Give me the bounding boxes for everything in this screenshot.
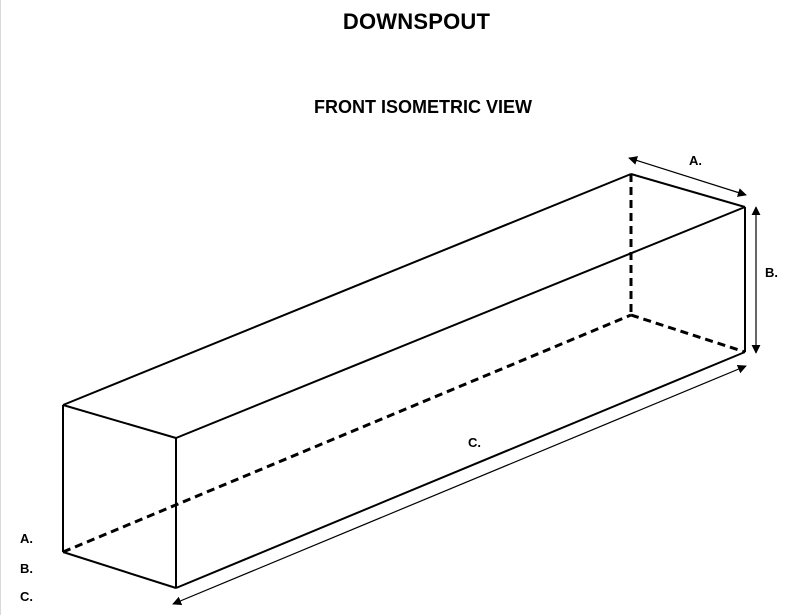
dimension-arrow-c <box>172 364 747 606</box>
visible-edges <box>62 173 746 589</box>
dimension-label-c: C. <box>468 435 481 450</box>
field-label-b: B. <box>20 561 33 576</box>
hidden-edges <box>62 174 746 554</box>
field-label-a: A. <box>20 531 33 546</box>
edge-top-front <box>175 206 746 439</box>
dimension-label-b: B. <box>765 265 778 280</box>
dimension-arrow-a <box>628 156 747 197</box>
dimension-arrows <box>172 156 761 606</box>
edge-near-bottom <box>62 551 177 589</box>
page-title: DOWNSPOUT <box>342 9 491 34</box>
hidden-edge-back-right <box>630 313 746 354</box>
edge-end-top-far <box>630 173 746 208</box>
field-label-c: C. <box>20 589 33 604</box>
dimension-label-a: A. <box>689 153 702 168</box>
edge-end-top-near <box>62 404 177 439</box>
edge-top-back <box>62 173 632 406</box>
hidden-edge-bottom-long <box>62 313 632 554</box>
page-left-edge <box>0 0 1 615</box>
page-subtitle: FRONT ISOMETRIC VIEW <box>314 97 532 117</box>
